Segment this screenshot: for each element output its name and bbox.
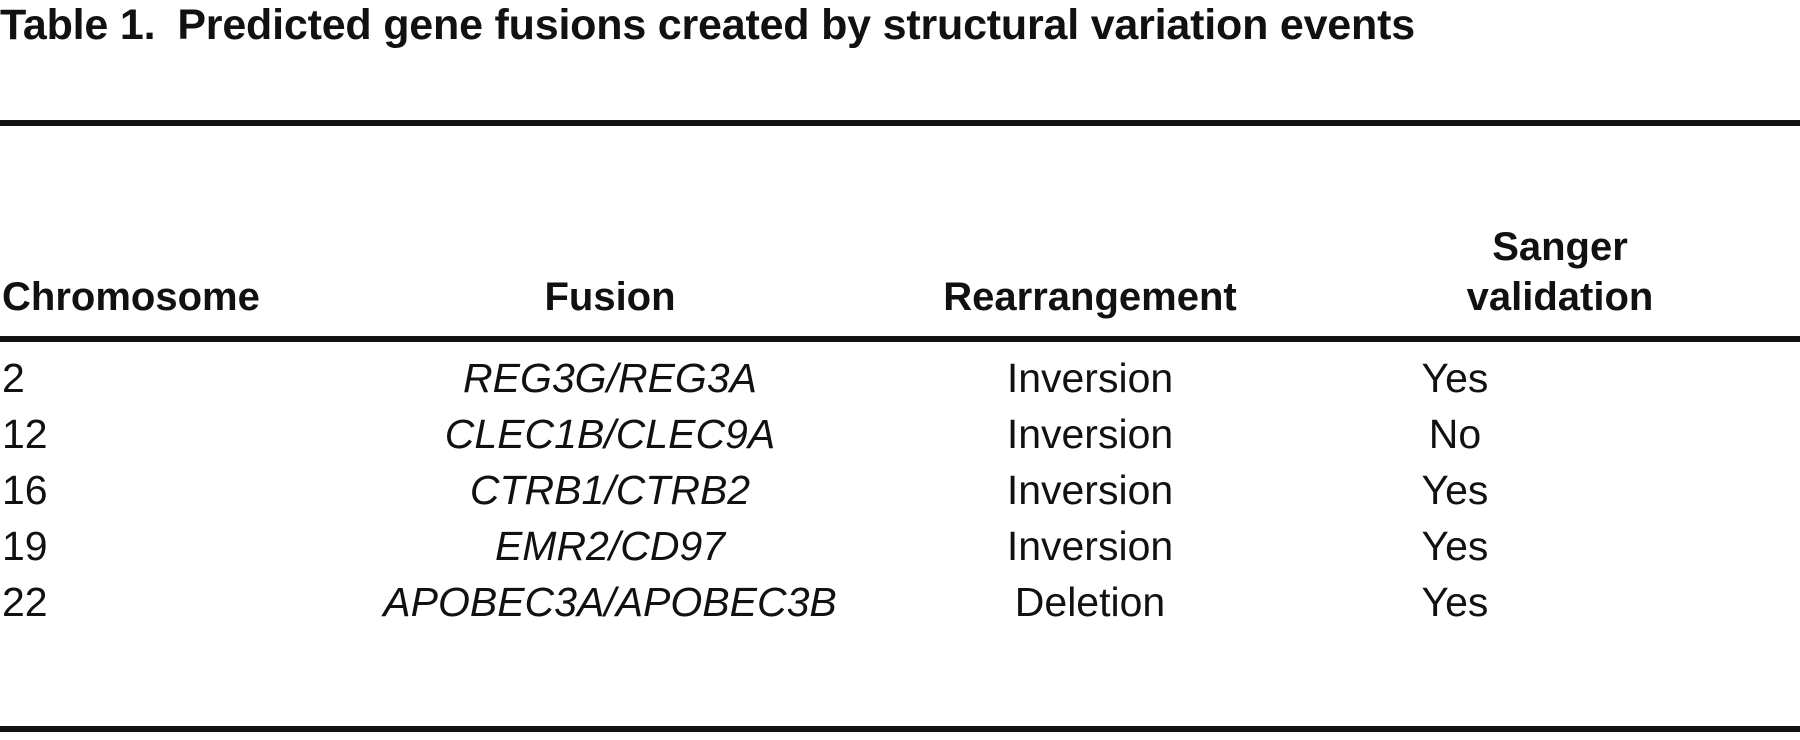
cell-chromosome: 19 [2, 523, 48, 569]
table-rule-bottom [0, 726, 1800, 732]
table-caption-text: Predicted gene fusions created by struct… [177, 1, 1415, 49]
table-rule-top [0, 120, 1800, 126]
column-header-sanger-validation: Sanger validation [1320, 222, 1800, 322]
column-header-sanger-line1: Sanger [1492, 225, 1628, 269]
table-row: 16 CTRB1/CTRB2 Inversion Yes [0, 462, 1800, 518]
cell-sanger-validation: Yes [1421, 467, 1489, 513]
cell-rearrangement: Inversion [1006, 355, 1174, 401]
table-row: 2 REG3G/REG3A Inversion Yes [0, 350, 1800, 406]
cell-rearrangement: Inversion [1006, 467, 1174, 513]
table-header-row: Chromosome Fusion Rearrangement Sanger v… [0, 150, 1800, 330]
cell-fusion: CTRB1/CTRB2 [469, 467, 751, 513]
column-header-fusion: Fusion [544, 275, 676, 319]
table-body: 2 REG3G/REG3A Inversion Yes 12 CLEC1B/CL… [0, 350, 1800, 630]
cell-sanger-validation: Yes [1421, 355, 1489, 401]
cell-chromosome: 16 [2, 467, 48, 513]
cell-rearrangement: Inversion [1006, 523, 1174, 569]
cell-rearrangement: Deletion [1014, 579, 1166, 625]
column-header-chromosome: Chromosome [2, 275, 260, 319]
table-rule-header-separator [0, 336, 1800, 342]
column-header-rearrangement: Rearrangement [943, 275, 1237, 319]
cell-rearrangement: Inversion [1006, 411, 1174, 457]
cell-fusion: APOBEC3A/APOBEC3B [383, 579, 837, 625]
cell-sanger-validation: No [1428, 411, 1482, 457]
cell-fusion: EMR2/CD97 [494, 523, 726, 569]
cell-sanger-validation: Yes [1421, 579, 1489, 625]
table-caption-label: Table 1. [0, 1, 156, 49]
column-header-sanger-line2: validation [1466, 275, 1654, 319]
cell-chromosome: 22 [2, 579, 48, 625]
table-caption: Table 1. Predicted gene fusions created b… [0, 0, 1790, 52]
table-row: 12 CLEC1B/CLEC9A Inversion No [0, 406, 1800, 462]
table-row: 19 EMR2/CD97 Inversion Yes [0, 518, 1800, 574]
cell-sanger-validation: Yes [1421, 523, 1489, 569]
cell-chromosome: 2 [2, 355, 25, 401]
cell-fusion: CLEC1B/CLEC9A [444, 411, 776, 457]
table-row: 22 APOBEC3A/APOBEC3B Deletion Yes [0, 574, 1800, 630]
cell-chromosome: 12 [2, 411, 48, 457]
cell-fusion: REG3G/REG3A [463, 355, 757, 401]
